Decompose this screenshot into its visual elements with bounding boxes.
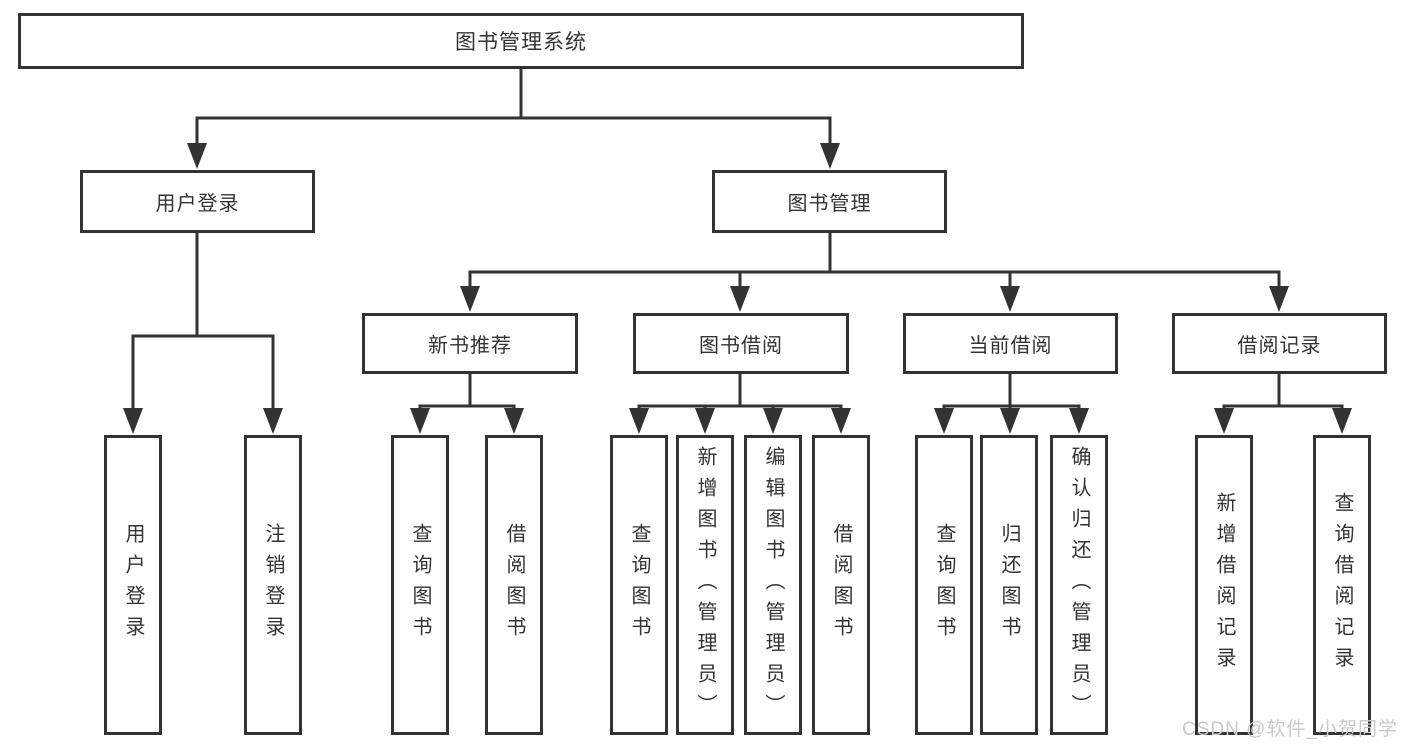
node-label: 注销登录 bbox=[262, 523, 284, 647]
arrowheads-records-children bbox=[1214, 408, 1352, 434]
node-label: 查询图书 bbox=[628, 523, 650, 647]
node-label: 新书推荐 bbox=[428, 335, 512, 357]
leaf-query-books-current: 查询图书 bbox=[915, 435, 973, 735]
node-label: 新增借阅记录 bbox=[1213, 492, 1235, 678]
node-book-borrow: 图书借阅 bbox=[633, 313, 849, 374]
node-label: 查询图书 bbox=[409, 523, 431, 647]
leaf-add-books-admin: 新增图书（管理员） bbox=[676, 435, 734, 735]
node-user-login: 用户登录 bbox=[80, 170, 315, 233]
connector-root-to-level2 bbox=[195, 67, 832, 150]
node-label: 图书管理系统 bbox=[455, 31, 587, 54]
connector-currentborrow-children bbox=[942, 372, 1081, 416]
node-label: 新增图书（管理员） bbox=[694, 445, 716, 725]
arrowheads-newbooks-children bbox=[410, 408, 524, 434]
connector-bookborrow-children bbox=[637, 372, 843, 416]
leaf-return-books: 归还图书 bbox=[980, 435, 1038, 735]
node-label: 查询借阅记录 bbox=[1331, 492, 1353, 678]
leaf-borrow-books: 借阅图书 bbox=[812, 435, 870, 735]
arrowheads-level3 bbox=[460, 286, 1289, 312]
connector-bookmgmt-to-level3 bbox=[468, 231, 1281, 294]
node-label: 当前借阅 bbox=[968, 335, 1053, 357]
leaf-logout: 注销登录 bbox=[244, 435, 302, 735]
node-label: 确认归还（管理员） bbox=[1068, 445, 1090, 725]
leaf-query-books-recommend: 查询图书 bbox=[391, 435, 449, 735]
node-label: 用户登录 bbox=[155, 193, 240, 215]
leaf-add-borrow-record: 新增借阅记录 bbox=[1195, 435, 1253, 735]
node-label: 用户登录 bbox=[122, 523, 144, 647]
node-label: 图书管理 bbox=[787, 193, 872, 215]
node-library-management-system: 图书管理系统 bbox=[18, 13, 1024, 69]
node-label: 编辑图书（管理员） bbox=[762, 445, 784, 725]
leaf-user-login: 用户登录 bbox=[104, 435, 162, 735]
connector-records-children bbox=[1222, 372, 1344, 416]
leaf-borrow-books-recommend: 借阅图书 bbox=[485, 435, 543, 735]
arrowheads-bookborrow-children bbox=[629, 408, 851, 434]
node-book-management: 图书管理 bbox=[712, 170, 947, 233]
node-label: 借阅图书 bbox=[503, 523, 525, 647]
leaf-query-borrow-record: 查询借阅记录 bbox=[1313, 435, 1371, 735]
arrowheads-userlogin-children bbox=[123, 408, 283, 434]
arrowheads-level2 bbox=[187, 143, 840, 169]
leaf-query-books-borrow: 查询图书 bbox=[610, 435, 668, 735]
node-label: 借阅图书 bbox=[830, 523, 852, 647]
connector-newbooks-children bbox=[418, 372, 516, 416]
node-label: 归还图书 bbox=[998, 523, 1020, 647]
node-borrow-records: 借阅记录 bbox=[1172, 313, 1387, 374]
node-new-book-recommend: 新书推荐 bbox=[362, 313, 578, 374]
connector-userlogin-children bbox=[131, 231, 275, 416]
node-label: 图书借阅 bbox=[699, 335, 783, 357]
node-label: 查询图书 bbox=[933, 523, 955, 647]
node-label: 借阅记录 bbox=[1237, 335, 1322, 357]
node-current-borrow: 当前借阅 bbox=[903, 313, 1118, 374]
watermark: CSDN @软件_小贺同学 bbox=[1182, 719, 1398, 740]
leaf-edit-books-admin: 编辑图书（管理员） bbox=[744, 435, 802, 735]
leaf-confirm-return-admin: 确认归还（管理员） bbox=[1050, 435, 1108, 735]
arrowheads-currentborrow-children bbox=[934, 408, 1089, 434]
